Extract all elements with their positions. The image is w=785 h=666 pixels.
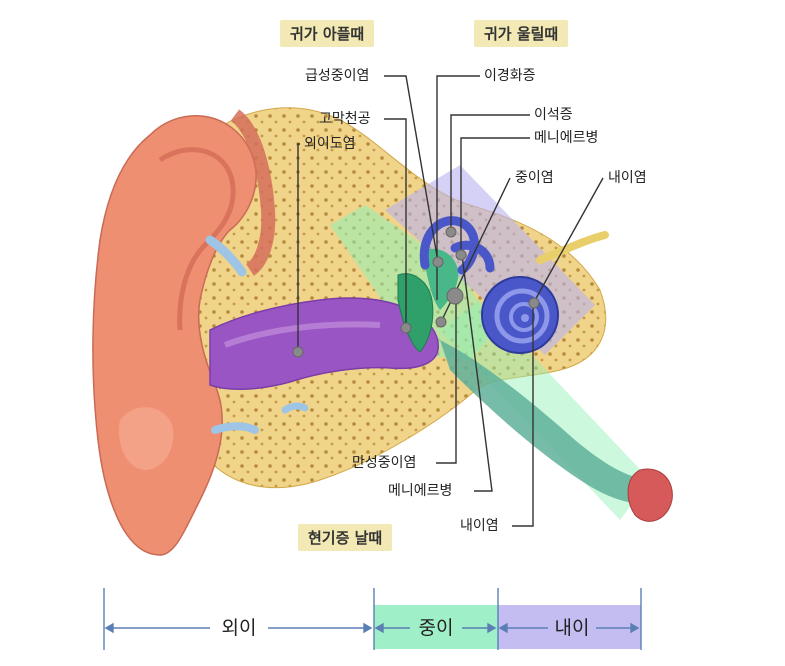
section-arrows [104,622,640,634]
line-otosclerosis [436,75,480,300]
eustachian-tube [440,340,668,504]
vessel-lower-2 [281,402,309,414]
label-otitis-media: 중이염 [515,170,554,186]
label-ear-stones: 이석증 [534,107,573,123]
header-ear-pain: 귀가 아플때 [280,20,375,47]
marker-dots [292,226,540,358]
dot-tympanic-perforation [400,322,412,334]
muscle-band [230,109,276,276]
dot-meniere [455,249,467,261]
line-tympanic-perforation [384,118,407,328]
dot-oval-window [446,287,464,305]
line-acute-otitis-media [384,75,439,263]
dot-ear-stones [445,226,457,238]
cochlea-inner [509,302,539,332]
section-middle-ear: 중이 [418,617,454,639]
label-acute-otitis-media: 급성중이염 [305,68,370,84]
section-dividers [103,588,642,650]
label-labyrinthitis-bottom: 내이염 [460,518,499,534]
leader-lines [297,75,604,527]
dot-labyrinthitis [528,297,540,309]
middle-ear-band [374,605,498,649]
line-meniere-top [460,137,530,255]
line-ear-stones [450,114,530,232]
dot-otitis-externa [292,346,304,358]
auditory-nerve [536,231,609,264]
line-chronic-otitis-media [436,296,457,464]
line-labyrinthitis-bottom [512,304,534,527]
line-meniere-bottom [461,254,493,492]
label-otitis-externa: 외이도염 [304,136,356,152]
auricle-lobe [118,407,174,470]
dot-acute-otitis-media [432,256,444,268]
tube-opening [627,468,673,522]
auricle-fold [158,147,236,331]
vessel-upper [205,235,247,277]
line-otitis-externa [297,143,300,352]
section-inner-ear: 내이 [554,617,590,639]
line-labyrinthitis-top [533,177,604,303]
label-labyrinthitis-top: 내이염 [608,170,647,186]
canal-shine [223,321,381,348]
label-chronic-otitis-media: 만성중이염 [352,455,417,471]
label-otosclerosis: 이경화증 [484,68,536,84]
ear-canal [209,297,439,391]
inner-ear-band [498,605,641,649]
dot-otitis-media [435,316,447,328]
header-ear-ringing: 귀가 울릴때 [474,20,569,47]
header-dizziness: 현기증 날때 [298,524,393,551]
label-tympanic-perforation: 고막천공 [319,111,371,127]
label-meniere-bottom: 메니에르병 [388,483,453,499]
label-meniere-top: 메니에르병 [534,130,599,146]
section-outer-ear: 외이 [221,617,257,639]
cochlea-mid [494,288,550,344]
cochlea-core [521,314,529,322]
vessel-lower [211,422,259,434]
